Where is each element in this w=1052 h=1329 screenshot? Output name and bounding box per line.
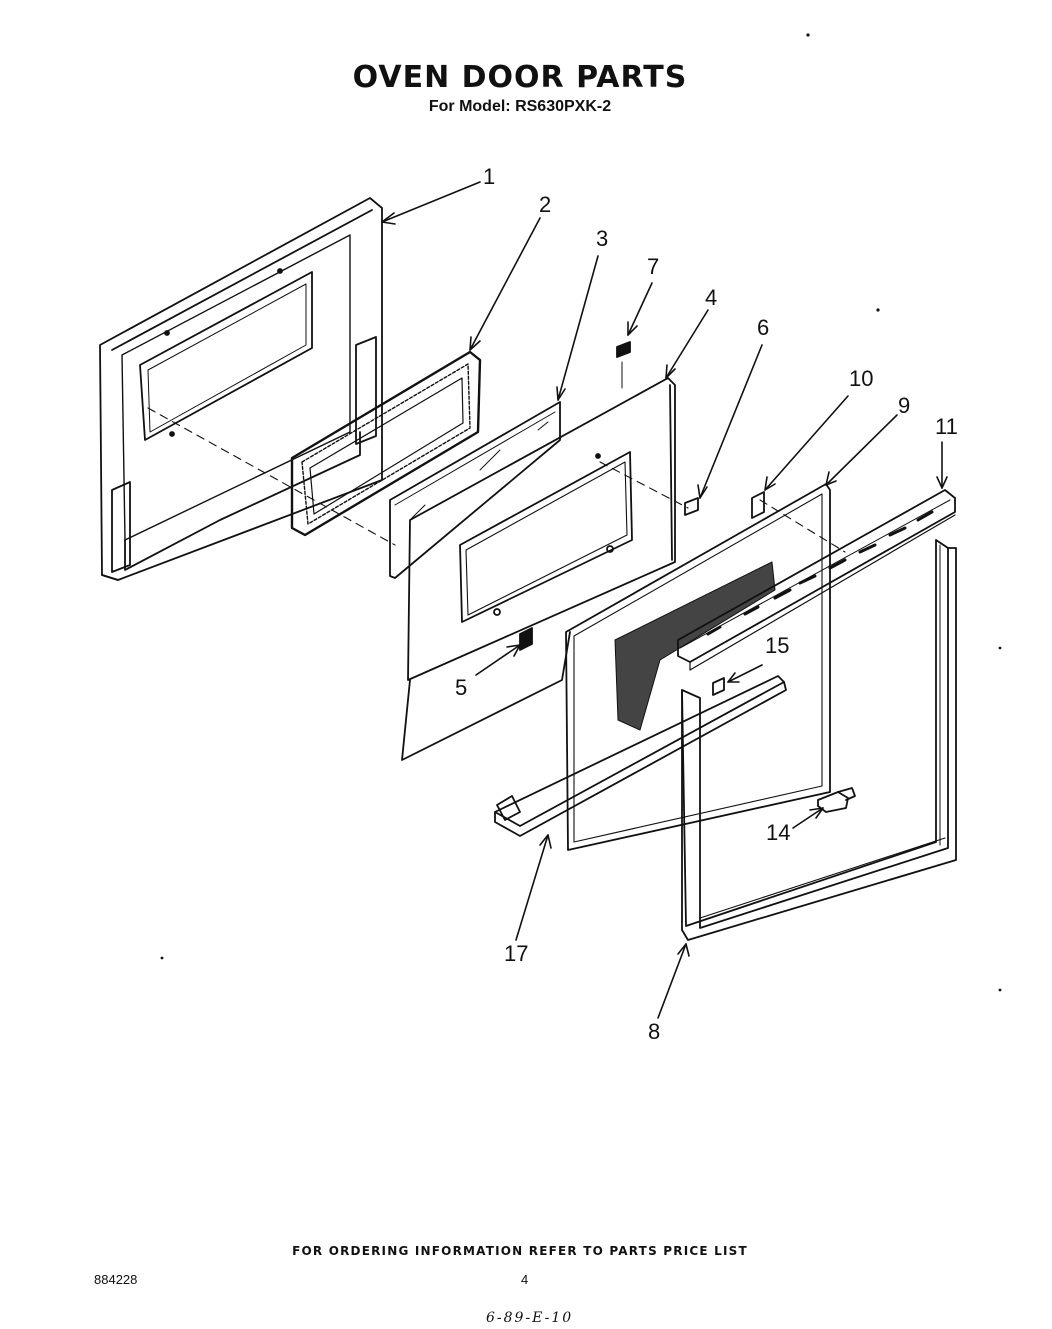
page-number: 4	[521, 1272, 529, 1287]
callout-11: 11	[935, 414, 958, 439]
callout-6: 6	[757, 315, 770, 340]
model-subtitle: For Model: RS630PXK-2	[428, 98, 612, 115]
outer-door-panel	[99, 197, 383, 581]
clip-15	[712, 677, 725, 696]
glass-panel	[389, 401, 561, 579]
small-clip	[751, 491, 765, 519]
scan-specks	[160, 33, 1002, 992]
callout-1: 1	[483, 164, 496, 189]
page-title: OVEN DOOR PARTS	[352, 60, 688, 95]
ordering-footer: FOR ORDERING INFORMATION REFER TO PARTS …	[292, 1244, 748, 1258]
callout-10: 10	[849, 366, 874, 391]
callout-7: 7	[647, 254, 660, 279]
callout-17: 17	[504, 941, 529, 966]
alignment-lines	[147, 407, 846, 553]
callout-3: 3	[596, 226, 609, 251]
callout-9: 9	[898, 393, 911, 418]
callout-2: 2	[539, 192, 552, 217]
clip-parts	[519, 341, 699, 651]
outer-frame	[681, 539, 957, 941]
bottom-rail	[494, 675, 787, 837]
callout-8: 8	[648, 1019, 661, 1044]
door-gasket	[290, 350, 482, 537]
document-number: 884228	[94, 1272, 138, 1287]
callout-4: 4	[705, 285, 718, 310]
mesh-window-frame	[565, 483, 831, 851]
leader-arrows	[381, 181, 948, 1019]
handwritten-note: 6-89-E-10	[486, 1310, 574, 1326]
callout-5: 5	[455, 675, 468, 700]
callout-15: 15	[765, 633, 790, 658]
latch	[817, 787, 856, 813]
top-vent-trim	[677, 489, 956, 671]
callout-14: 14	[766, 820, 791, 845]
